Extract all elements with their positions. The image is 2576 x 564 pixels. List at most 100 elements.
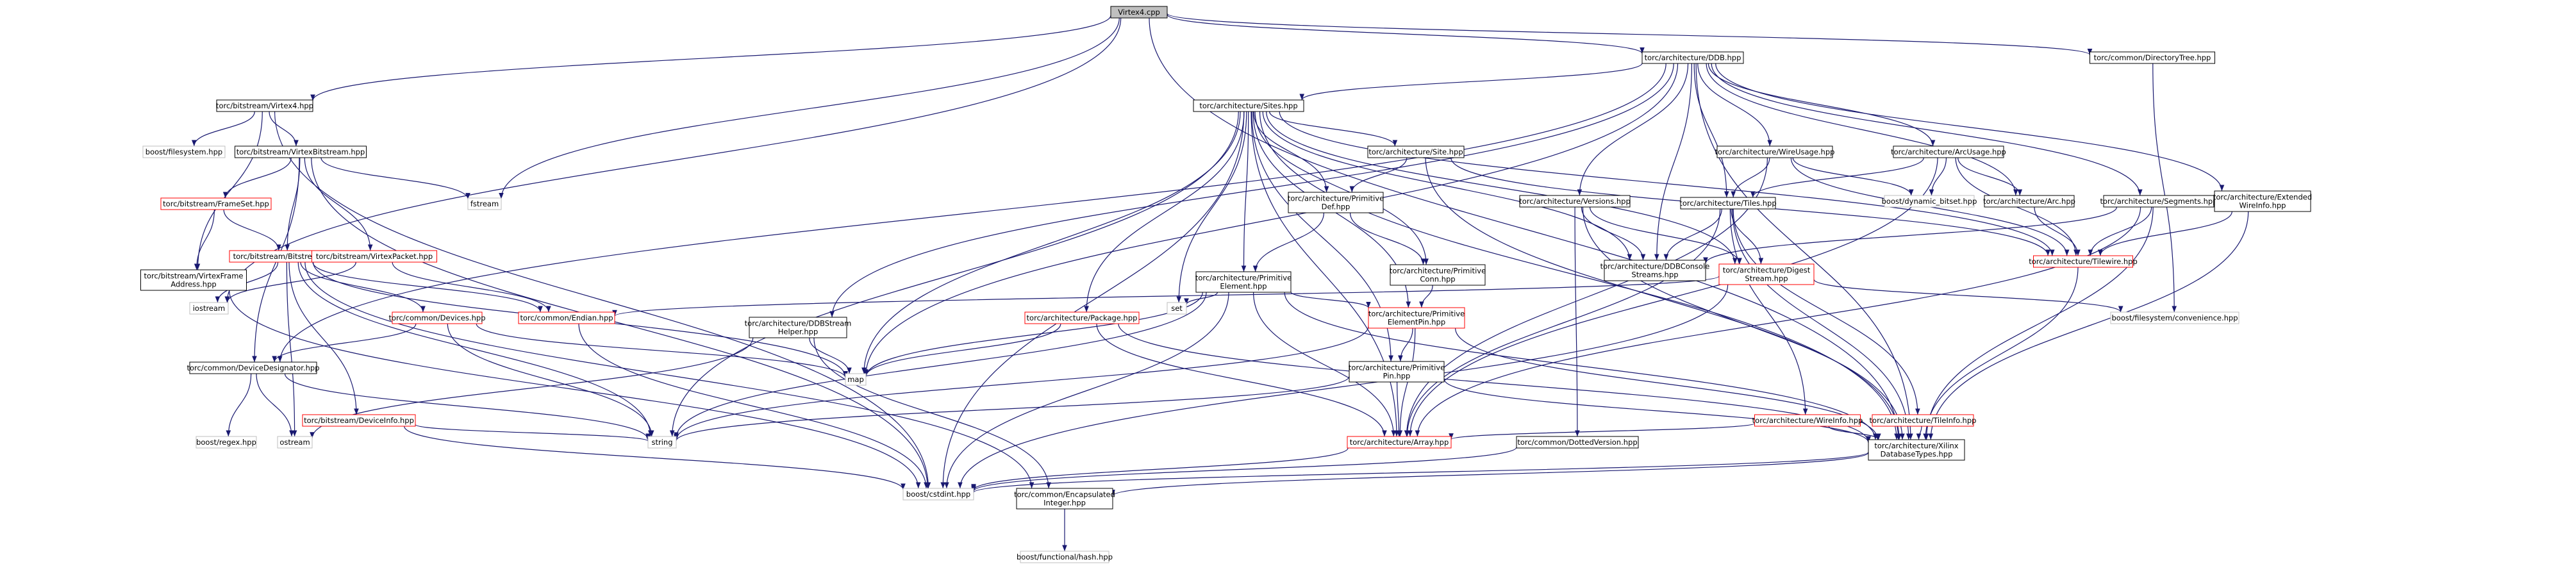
node-primelem-box — [1195, 271, 1292, 293]
edge-sites-to-primconn — [1254, 111, 1429, 265]
node-frameset[interactable]: torc/bitstream/FrameSet.hpp — [160, 197, 272, 210]
node-wireusage[interactable]: torc/architecture/WireUsage.hpp — [1715, 145, 1835, 158]
edge-virtex4cpp-to-dirtree — [1167, 13, 2092, 56]
edge-virtex4cpp-to-virtex4hpp — [310, 15, 1111, 101]
edge-virtex4hpp-to-virtexbs — [269, 111, 299, 147]
node-boostregex-box — [195, 436, 257, 449]
edge-site-to-xilinxdb — [1425, 157, 1902, 440]
node-devices-box — [392, 311, 483, 324]
node-site[interactable]: torc/architecture/Site.hpp — [1367, 145, 1465, 158]
node-string: string — [647, 436, 677, 449]
node-segments-label-0: torc/architecture/Segments.hpp — [2100, 197, 2218, 206]
node-arc[interactable]: torc/architecture/Arc.hpp — [1983, 195, 2075, 208]
node-boosthash: boost/functional/hash.hpp — [1017, 551, 1113, 563]
node-versions[interactable]: torc/architecture/Versions.hpp — [1519, 195, 1631, 208]
edge-primelem-to-primelempin — [1290, 291, 1371, 308]
node-primconn-box — [1390, 264, 1486, 286]
node-tileinfo[interactable]: torc/architecture/TileInfo.hpp — [1870, 414, 1977, 427]
edge-sites-to-package — [1084, 111, 1245, 313]
node-encint-box — [1016, 488, 1113, 510]
node-array-box — [1347, 436, 1452, 449]
node-iostream: iostream — [189, 302, 229, 315]
edge-sites-to-cstdint — [940, 111, 1245, 489]
node-digest-label-1: Stream.hpp — [1745, 274, 1788, 283]
node-dynbitset-box — [1884, 195, 1975, 208]
node-ddbhpp[interactable]: torc/architecture/DDB.hpp — [1641, 51, 1744, 64]
node-virtex4cpp[interactable]: Virtex4.cpp — [1110, 6, 1168, 19]
node-dirtree[interactable]: torc/common/DirectoryTree.hpp — [2090, 51, 2215, 64]
edge-ddbhpp-to-tiles — [1693, 63, 1729, 198]
node-wireinfo-label-0: torc/architecture/WireInfo.hpp — [1752, 416, 1863, 425]
node-dotted-box — [1516, 436, 1639, 449]
edge-versions-to-dotted — [1574, 206, 1580, 437]
node-tiles[interactable]: torc/architecture/Tiles.hpp — [1679, 197, 1777, 210]
node-tilewire[interactable]: torc/architecture/Tilewire.hpp — [2029, 255, 2138, 268]
node-segments[interactable]: torc/architecture/Segments.hpp — [2100, 195, 2218, 208]
edge-primelempin-to-primpin — [1398, 328, 1413, 362]
node-dotted[interactable]: torc/common/DottedVersion.hpp — [1516, 436, 1639, 449]
node-primelempin[interactable]: torc/architecture/PrimitiveElementPin.hp… — [1368, 307, 1465, 329]
nodes-layer: Virtex4.cpp torc/bitstream/Virtex4.hpp tor… — [140, 6, 2312, 563]
node-site-box — [1367, 145, 1465, 158]
edge-sites-to-tilewire — [1279, 111, 2055, 256]
node-set-box — [1167, 302, 1187, 315]
node-package[interactable]: torc/architecture/Package.hpp — [1024, 311, 1140, 324]
node-encint-label-0: torc/common/Encapsulated — [1014, 490, 1115, 499]
edge-devdesig-to-boostregex — [226, 373, 252, 437]
node-tileinfo-box — [1872, 414, 1974, 427]
edge-dirtree-to-fsconv — [2152, 63, 2177, 313]
node-xilinxdb[interactable]: torc/architecture/XilinxDatabaseTypes.hp… — [1868, 439, 1965, 461]
node-devices[interactable]: torc/common/Devices.hpp — [388, 311, 486, 324]
node-wireinfo[interactable]: torc/architecture/WireInfo.hpp — [1752, 414, 1863, 427]
edge-wireinfo-to-xilinxdb — [1828, 426, 1881, 440]
node-primpin-box — [1349, 361, 1445, 383]
edge-dotted-to-cstdint — [971, 447, 1517, 492]
edge-primelem-to-set — [1184, 292, 1218, 305]
node-primelem-label-1: Element.hpp — [1220, 282, 1267, 291]
node-ddbconsole-label-0: torc/architecture/DDBConsole — [1600, 262, 1710, 271]
edge-primdef-to-primelem — [1252, 212, 1324, 272]
edge-ddbhpp-to-arc — [1706, 63, 2018, 196]
node-endian-box — [518, 311, 615, 324]
edge-ddbhpp-to-wireusage — [1697, 63, 1773, 147]
node-iostream-label-0: iostream — [193, 304, 226, 313]
node-map-label-0: map — [847, 375, 864, 384]
edge-extwire-to-xilinxdb — [1928, 211, 2249, 440]
node-fsconv-label-0: boost/filesystem/convenience.hpp — [2111, 313, 2238, 322]
node-devdesig[interactable]: torc/common/DeviceDesignator.hpp — [187, 361, 320, 374]
node-boosthash-label-0: boost/functional/hash.hpp — [1017, 552, 1113, 561]
edge-primelem-to-map — [863, 292, 1203, 377]
edge-virtex4cpp-to-xilinxdb — [1149, 17, 1901, 440]
edge-segments-to-xilinxdb — [1924, 206, 2154, 440]
edge-virtex4hpp-to-cstdint — [274, 111, 931, 489]
node-sites[interactable]: torc/architecture/Sites.hpp — [1193, 99, 1304, 112]
edge-package-to-array — [1096, 323, 1387, 437]
node-virtex4cpp-label-0: Virtex4.cpp — [1118, 8, 1160, 17]
node-virtexbs[interactable]: torc/bitstream/VirtexBitstream.hpp — [235, 145, 367, 158]
node-vpacket[interactable]: torc/bitstream/VirtexPacket.hpp — [312, 250, 437, 263]
node-endian[interactable]: torc/common/Endian.hpp — [518, 311, 615, 324]
edge-virtexbs-to-cstdint — [311, 157, 931, 489]
node-arcusage[interactable]: torc/architecture/ArcUsage.hpp — [1891, 145, 2006, 158]
node-array[interactable]: torc/architecture/Array.hpp — [1347, 436, 1452, 449]
edge-array-to-cstdint — [971, 447, 1349, 491]
node-vframeaddr-label-0: torc/bitstream/VirtexFrame — [144, 272, 244, 281]
node-set-label-0: set — [1171, 304, 1183, 313]
node-virtex4hpp[interactable]: torc/bitstream/Virtex4.hpp — [216, 99, 313, 112]
node-ddbstream-label-0: torc/architecture/DDBStream — [745, 319, 852, 328]
edge-virtexbs-to-fstream — [320, 157, 470, 199]
node-devinfo[interactable]: torc/bitstream/DeviceInfo.hpp — [302, 414, 416, 427]
edge-xilinxdb-to-encint — [1110, 452, 1869, 497]
node-package-box — [1024, 311, 1140, 324]
